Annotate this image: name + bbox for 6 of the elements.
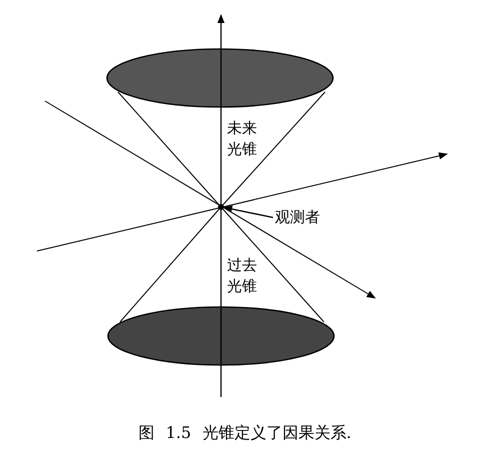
leader-arrow bbox=[223, 206, 274, 218]
cone-label: 未来光锥 bbox=[227, 118, 259, 160]
cone-label: 过去光锥 bbox=[227, 255, 259, 297]
observer-label: 观测者 bbox=[275, 207, 323, 228]
observer-point bbox=[218, 204, 224, 210]
figure-caption: 图 1.5 光锥定义了因果关系. bbox=[138, 423, 352, 444]
